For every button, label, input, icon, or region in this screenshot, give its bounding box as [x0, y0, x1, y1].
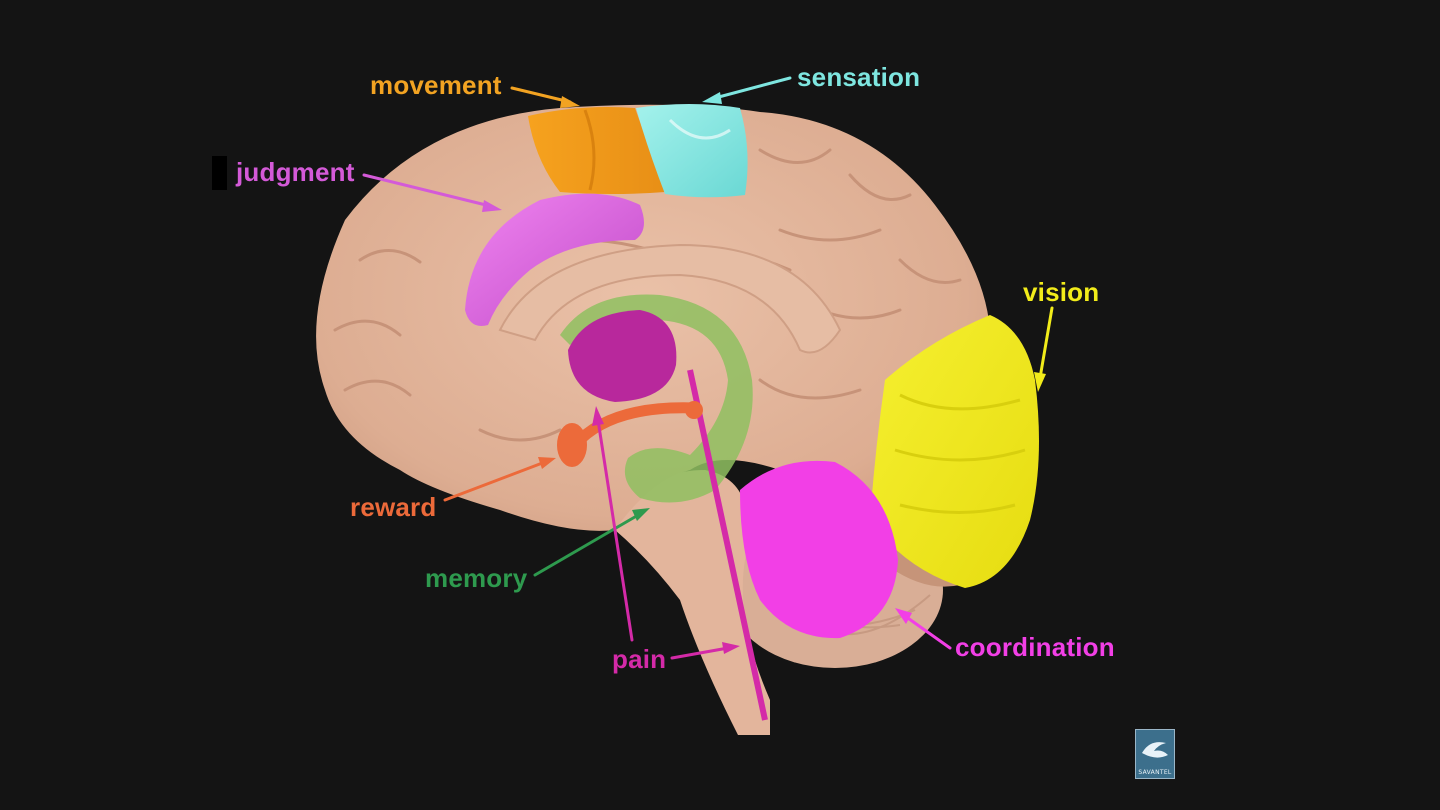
- label-coordination: coordination: [955, 632, 1115, 662]
- label-marker: [212, 156, 227, 190]
- label-memory: memory: [425, 563, 528, 593]
- sensation-region: [636, 104, 748, 198]
- judgment-region: [465, 193, 644, 326]
- vision-region: [870, 315, 1039, 588]
- pain-region: [568, 310, 677, 402]
- label-judgment: judgment: [236, 157, 355, 187]
- label-reward: reward: [350, 492, 437, 522]
- brainstem: [615, 470, 770, 735]
- movement-region: [528, 107, 665, 194]
- label-arrows: [362, 76, 1054, 660]
- cerebrum: [316, 104, 1036, 587]
- coordination-region: [740, 460, 898, 639]
- label-movement: movement: [370, 70, 502, 100]
- label-pain: pain: [612, 644, 667, 674]
- label-sensation: sensation: [797, 62, 921, 92]
- savantel-logo: SAVANTEL: [1135, 729, 1175, 779]
- logo-text: SAVANTEL: [1138, 769, 1172, 776]
- label-vision: vision: [1023, 277, 1100, 307]
- logo-swoosh-icon: [1142, 742, 1168, 758]
- corpus-callosum: [498, 243, 842, 354]
